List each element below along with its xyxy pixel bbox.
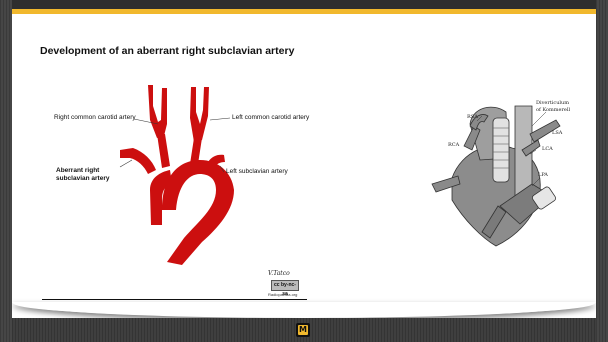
sketch-label-lsa: LSA — [552, 130, 563, 136]
sketch-label-rca: RCA — [448, 142, 460, 148]
trachea — [493, 118, 509, 182]
university-logo-icon: M — [296, 323, 310, 337]
sketch-label-lca: LCA — [542, 146, 553, 152]
sketch-label-rsa: RSA — [467, 114, 478, 120]
slide-canvas: Development of an aberrant right subclav… — [12, 0, 596, 318]
left-frame-border — [0, 0, 12, 342]
sketch-label-diverticulum-1: Diverticulum — [536, 100, 569, 106]
kommerell-sketch: RSA Diverticulum of Kommerell LSA RCA LC… — [12, 0, 596, 318]
sketch-label-lpa: LPA — [538, 172, 548, 178]
logo-letter: M — [298, 325, 308, 335]
sketch-label-diverticulum-2: of Kommerell — [536, 107, 570, 113]
right-frame-border — [596, 0, 608, 342]
